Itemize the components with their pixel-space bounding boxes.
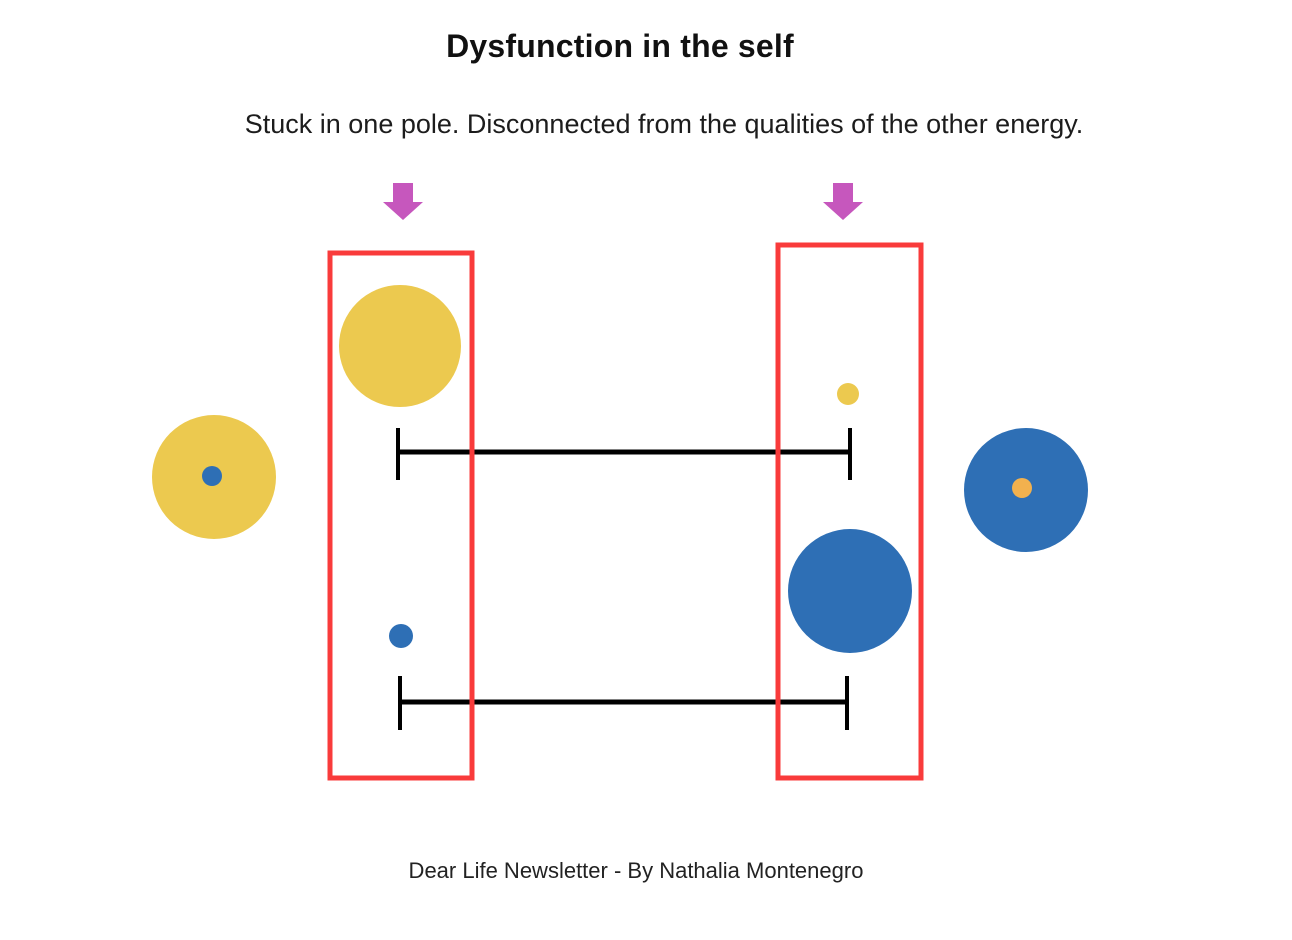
- arrow-down-right-icon: [823, 183, 863, 220]
- outer-right-orange-dot: [1012, 478, 1032, 498]
- left-pole-large-yellow-circle: [339, 285, 461, 407]
- left-pole-small-blue-circle: [389, 624, 413, 648]
- outer-left-blue-dot: [202, 466, 222, 486]
- arrow-down-left-icon: [383, 183, 423, 220]
- right-pole-box: [775, 242, 924, 781]
- right-pole-small-yellow-circle: [837, 383, 859, 405]
- footer-credit: Dear Life Newsletter - By Nathalia Monte…: [408, 858, 864, 883]
- left-pole-box: [327, 250, 475, 781]
- right-pole-large-blue-circle: [788, 529, 912, 653]
- page-subtitle: Stuck in one pole. Disconnected from the…: [244, 109, 1084, 139]
- page-title: Dysfunction in the self: [446, 28, 794, 64]
